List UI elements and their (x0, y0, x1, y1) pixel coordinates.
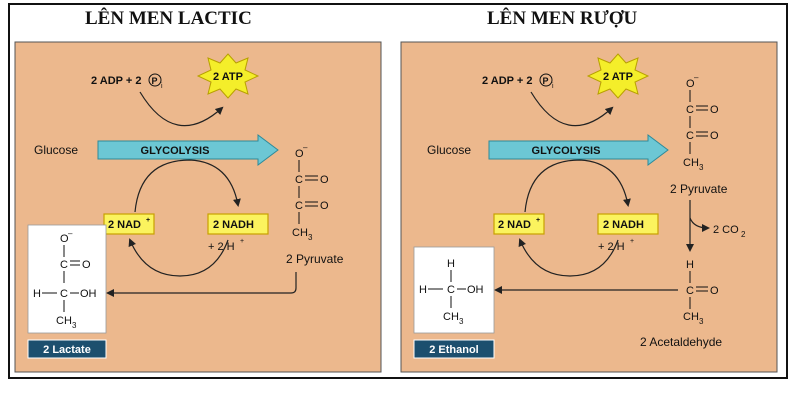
nad-label-2: 2 NAD (498, 219, 531, 231)
lac-c2: C (60, 288, 68, 300)
ald-ch3: CH (683, 311, 699, 323)
lactic-title: LÊN MEN LACTIC (85, 8, 252, 29)
ald-h: H (686, 259, 694, 271)
h-label: + 2 H (208, 241, 235, 253)
lac-o-minus: O (60, 233, 69, 245)
co2-sub: 2 (741, 230, 746, 239)
lac-c1: C (60, 259, 68, 271)
eth-ch3-sub: 3 (459, 317, 464, 326)
glycolysis-arrow (97, 134, 279, 166)
lac-ch3-sub: 3 (72, 321, 77, 330)
nad-sup-2: + (536, 217, 540, 224)
ethanol-label-bg (413, 339, 495, 359)
pi-sub: i (161, 83, 163, 90)
lac-oh: OH (80, 288, 97, 300)
pyr2-ch3: CH (683, 157, 699, 169)
nad-sup: + (146, 217, 150, 224)
nadh-box (207, 213, 269, 235)
ald-c: C (686, 285, 694, 297)
eth-c: C (447, 284, 455, 296)
glycolysis-label-2: GLYCOLYSIS (532, 145, 601, 157)
nadh-box-2 (597, 213, 659, 235)
pyr-o1: O (320, 174, 329, 186)
nad-box (103, 213, 155, 235)
pyr2-c2: C (686, 130, 694, 142)
glycolysis-arrow-2 (488, 134, 669, 166)
ald-ch3-sub: 3 (699, 317, 704, 326)
pi-letter-2: P (543, 76, 549, 86)
lac-o-minus-sup: – (68, 229, 73, 238)
pyr2-o2: O (710, 130, 719, 142)
pyr2-ch3-sub: 3 (699, 163, 704, 172)
ald-o: O (710, 285, 719, 297)
eth-oh: OH (467, 284, 484, 296)
pyr-o2: O (320, 200, 329, 212)
lactate-label: 2 Lactate (43, 344, 91, 356)
nadh-label-2: 2 NADH (603, 219, 644, 231)
lactate-box (27, 224, 107, 334)
pi-sub-2: i (552, 83, 554, 90)
pyr-ch3-sub: 3 (308, 233, 313, 242)
pyr2-o1: O (710, 104, 719, 116)
pi-circle (148, 73, 162, 87)
nad-label: 2 NAD (108, 219, 141, 231)
lactate-structure: O – C O H C OH CH 3 (33, 229, 97, 330)
lactic-panel: 2 ADP + 2 P i 2 ATP Glucose GLYCOLYSIS 2… (14, 41, 382, 373)
acetaldehyde-structure: H C O CH 3 (683, 259, 719, 326)
nad-to-nadh-arc-2 (524, 159, 631, 213)
pi-circle-2 (539, 73, 553, 87)
h-sup-2: + (630, 238, 634, 245)
ethanol-label: 2 Ethanol (429, 344, 479, 356)
glucose-label: Glucose (34, 143, 78, 157)
pyruvate-label-2: 2 Pyruvate (670, 182, 728, 196)
nadh-to-nad-arc (128, 238, 229, 277)
pyr-o-minus-sup: – (303, 143, 308, 152)
atp-arc-2 (530, 91, 614, 127)
pyr-o-minus: O (295, 148, 304, 160)
pyruvate-structure-2: O – C O C O CH 3 (683, 73, 719, 172)
pyr-ch3: CH (292, 227, 308, 239)
lactate-label-bg (27, 339, 107, 359)
lac-o: O (82, 259, 91, 271)
pyruvate-label: 2 Pyruvate (286, 252, 344, 266)
eth-h-top: H (447, 258, 455, 270)
adp-label: 2 ADP + 2 (91, 75, 141, 87)
lac-h: H (33, 288, 41, 300)
eth-ch3: CH (443, 311, 459, 323)
alcohol-panel: 2 ADP + 2 P i 2 ATP Glucose GLYCOLYSIS 2… (400, 41, 778, 373)
pyruvate-structure: O – C O C O CH 3 (292, 143, 329, 242)
pyr2-c1: C (686, 104, 694, 116)
atp-star-2 (586, 53, 650, 99)
co2-label: 2 CO (713, 224, 739, 236)
lac-ch3: CH (56, 315, 72, 327)
h-label-2: + 2 H (598, 241, 625, 253)
glycolysis-label: GLYCOLYSIS (141, 145, 210, 157)
co2-release-arrow (689, 217, 710, 232)
atp-arc (139, 91, 224, 127)
pyr2-o-minus-sup: – (694, 73, 699, 82)
pi-letter: P (152, 76, 158, 86)
glucose-label-2: Glucose (427, 143, 471, 157)
ethanol-structure: H H C OH CH 3 (419, 258, 484, 326)
nadh-to-nad-arc-2 (518, 238, 619, 277)
adp-label-2: 2 ADP + 2 (482, 75, 532, 87)
eth-h-left: H (419, 284, 427, 296)
acetaldehyde-label: 2 Acetaldehyde (640, 335, 722, 349)
atp-label-2: 2 ATP (603, 71, 633, 83)
pyruvate-to-lactate-arrow (106, 272, 297, 297)
atp-label: 2 ATP (213, 71, 243, 83)
nad-to-nadh-arc (134, 159, 241, 213)
pyr2-o-minus: O (686, 78, 695, 90)
ethanol-box (413, 246, 495, 334)
nad-box-2 (493, 213, 545, 235)
pyr-c2: C (295, 200, 303, 212)
nadh-label: 2 NADH (213, 219, 254, 231)
alcohol-title: LÊN MEN RƯỢU (487, 8, 638, 29)
atp-star (196, 53, 260, 99)
h-sup: + (240, 238, 244, 245)
pyr-c1: C (295, 174, 303, 186)
